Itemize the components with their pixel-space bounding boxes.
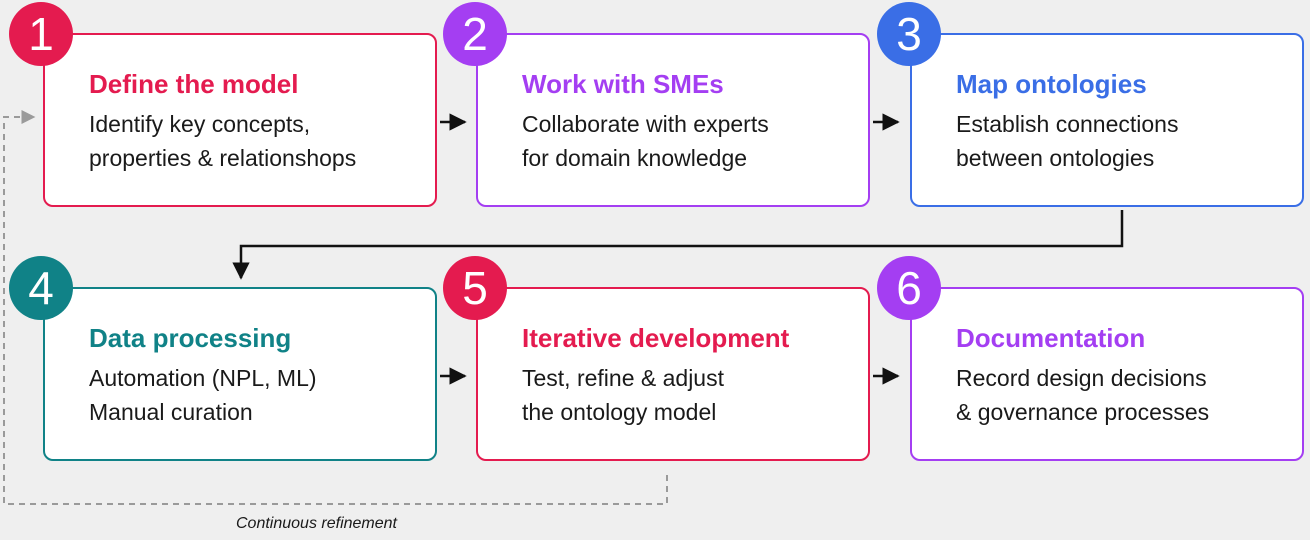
step-card-work-with-smes: Work with SMEs Collaborate with experts … bbox=[476, 33, 870, 207]
step-number-badge: 1 bbox=[9, 2, 73, 66]
step-title: Work with SMEs bbox=[522, 69, 724, 99]
step-title: Iterative development bbox=[522, 323, 790, 353]
step-card-data-processing: Data processing Automation (NPL, ML) Man… bbox=[43, 287, 437, 461]
step-number-badge: 6 bbox=[877, 256, 941, 320]
step-card-iterative-development: Iterative development Test, refine & adj… bbox=[476, 287, 870, 461]
step-description: Test, refine & adjust bbox=[522, 365, 724, 391]
step-description: Automation (NPL, ML) bbox=[89, 365, 317, 391]
step-description: Establish connections bbox=[956, 111, 1179, 137]
feedback-loop-label: Continuous refinement bbox=[236, 515, 397, 532]
step-title: Define the model bbox=[89, 69, 299, 99]
step-description: Collaborate with experts bbox=[522, 111, 769, 137]
step-description: Identify key concepts, bbox=[89, 111, 311, 137]
step-number-badge: 5 bbox=[443, 256, 507, 320]
step-description: & governance processes bbox=[956, 399, 1210, 425]
arrow-3-to-4 bbox=[232, 210, 1124, 280]
step-description: Manual curation bbox=[89, 399, 253, 425]
step-description: the ontology model bbox=[522, 399, 717, 425]
step-title: Documentation bbox=[956, 323, 1146, 353]
step-card-documentation: Documentation Record design decisions & … bbox=[910, 287, 1304, 461]
step-description: between ontologies bbox=[956, 145, 1155, 171]
step-title: Data processing bbox=[89, 323, 292, 353]
step-number-badge: 3 bbox=[877, 2, 941, 66]
step-card-map-ontologies: Map ontologies Establish connections bet… bbox=[910, 33, 1304, 207]
step-description: Record design decisions bbox=[956, 365, 1207, 391]
feedback-loop-line bbox=[3, 110, 668, 505]
step-number-badge: 2 bbox=[443, 2, 507, 66]
step-number-badge: 4 bbox=[9, 256, 73, 320]
step-description: properties & relationshops bbox=[89, 145, 357, 171]
step-card-define-model: Define the model Identify key concepts, … bbox=[43, 33, 437, 207]
step-title: Map ontologies bbox=[956, 69, 1147, 99]
step-description: for domain knowledge bbox=[522, 145, 748, 171]
